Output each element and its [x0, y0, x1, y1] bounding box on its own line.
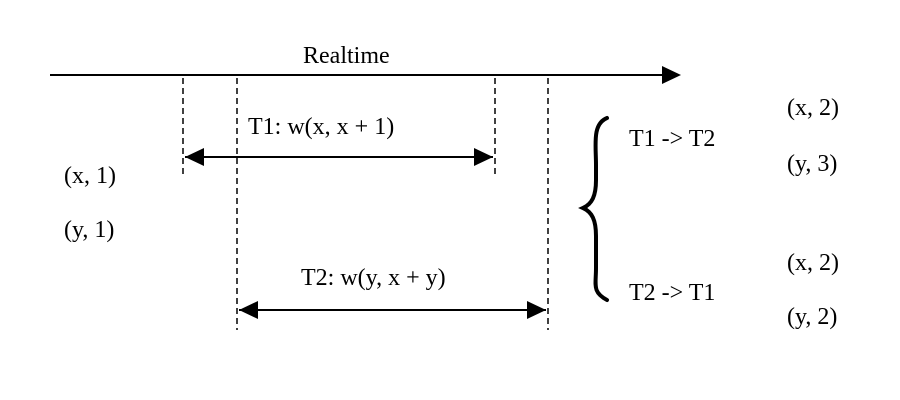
- ordering-t2-t1-result-y: (y, 2): [787, 304, 838, 330]
- ordering-t1-t2-result-x: (x, 2): [787, 95, 839, 121]
- ordering-t1-t2-label: T1 -> T2: [629, 126, 716, 152]
- ordering-t2-t1-label: T2 -> T1: [629, 280, 716, 306]
- t2-interval-left-arrowhead: [239, 301, 258, 319]
- initial-state-x: (x, 1): [64, 163, 116, 189]
- t2-interval-right-arrowhead: [527, 301, 546, 319]
- ordering-t2-t1-result-x: (x, 2): [787, 250, 839, 276]
- t1-interval-left-arrowhead: [185, 148, 204, 166]
- transaction-t1-label: T1: w(x, x + 1): [248, 114, 395, 140]
- ordering-t1-t2-result-y: (y, 3): [787, 151, 838, 177]
- t1-interval-right-arrowhead: [474, 148, 493, 166]
- ordering-curly-brace: [578, 116, 609, 302]
- transaction-t2-label: T2: w(y, x + y): [301, 265, 446, 291]
- initial-state-y: (y, 1): [64, 217, 115, 243]
- realtime-axis-arrowhead: [662, 66, 681, 84]
- timeline-label: Realtime: [303, 43, 390, 69]
